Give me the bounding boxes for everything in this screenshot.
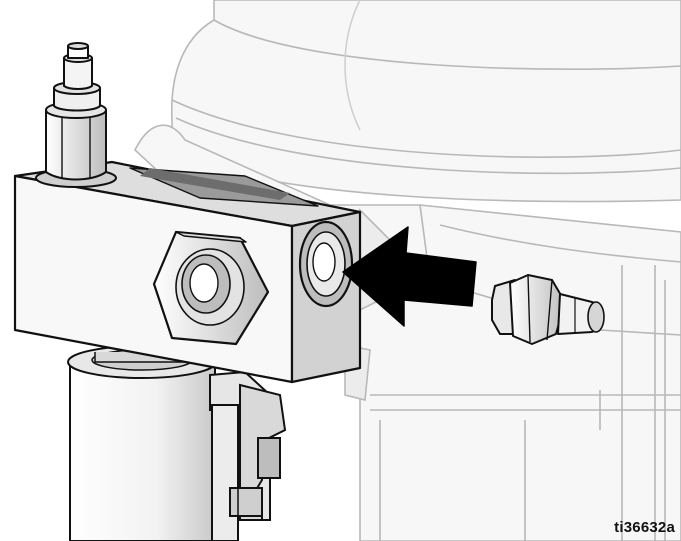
figure-id-label: ti36632a (614, 519, 675, 536)
inlet-fitting (491, 274, 605, 345)
side-port (298, 220, 354, 308)
top-fitting (35, 42, 117, 188)
front-hex-nut (152, 230, 270, 346)
lower-cylinder (67, 345, 217, 541)
direction-arrow (342, 226, 477, 327)
connector-cable (209, 370, 287, 541)
